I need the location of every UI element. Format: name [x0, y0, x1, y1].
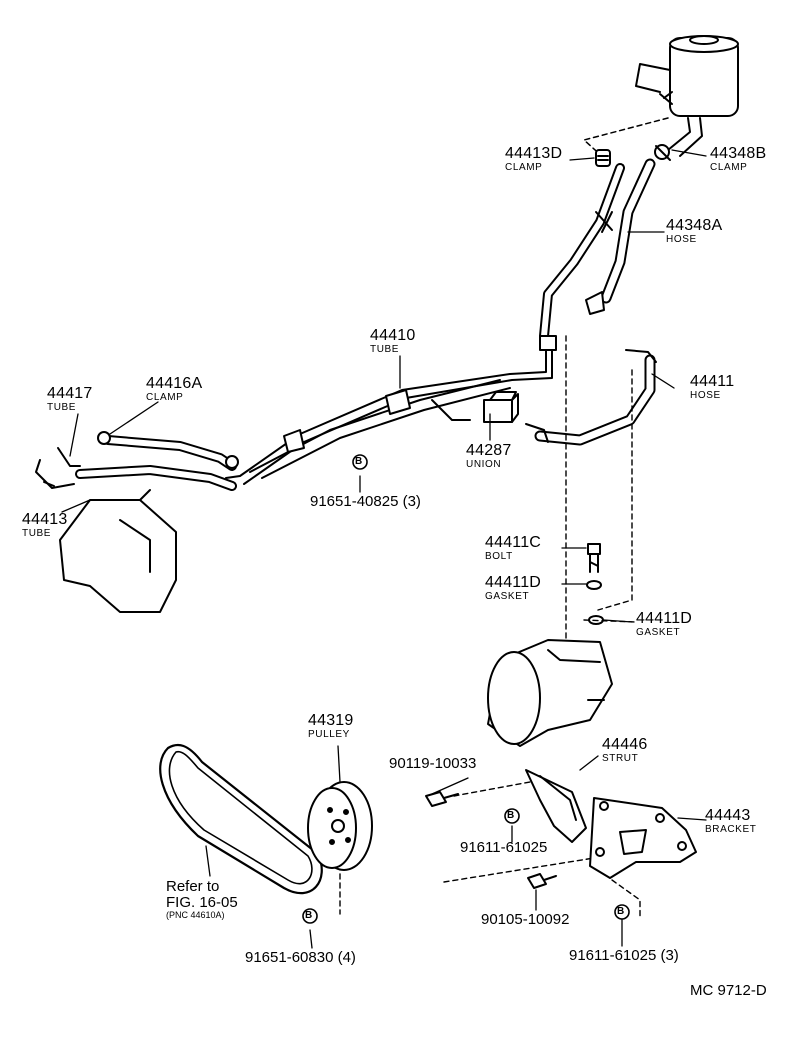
union-44287-drawing — [483, 391, 519, 423]
part-number: 44410 — [370, 327, 416, 344]
drawing-code: MC 9712-D — [690, 982, 767, 999]
gasket-44411D-upper — [586, 580, 602, 590]
callout-44413[interactable]: 44413 TUBE — [22, 512, 68, 539]
part-number: 44411D — [636, 610, 693, 627]
part-name: CLAMP — [505, 162, 543, 173]
callout-44417[interactable]: 44417 TUBE — [47, 386, 93, 413]
part-number: 44411C — [485, 534, 542, 551]
part-number: 44443 — [705, 807, 751, 824]
part-number: 44287 — [466, 442, 512, 459]
bolt-symbol-1: B — [355, 456, 363, 467]
clamp-44413D-drawing — [595, 149, 611, 167]
callout-91651-40825[interactable]: 91651-40825 (3) — [310, 493, 421, 510]
tube-44417-44413-drawing — [35, 447, 81, 489]
part-name: TUBE — [22, 528, 52, 539]
callout-90119-10033[interactable]: 90119-10033 — [389, 755, 477, 772]
leader-44413D — [583, 117, 669, 159]
callout-44319[interactable]: 44319 PULLEY — [308, 713, 354, 740]
part-name: PULLEY — [308, 729, 350, 740]
pulley-44319-drawing — [307, 781, 373, 871]
callout-44411[interactable]: 44411 HOSE — [690, 374, 734, 401]
reservoir-tank-drawing — [635, 35, 739, 157]
part-name: GASKET — [636, 627, 681, 638]
bolt-symbol-4: B — [617, 906, 625, 917]
part-number: 44413D — [505, 145, 563, 162]
bolt-symbols — [302, 454, 630, 924]
part-number: 44413 — [22, 511, 68, 528]
clamp-44348B-drawing — [654, 144, 671, 161]
callout-44416A[interactable]: 44416A CLAMP — [146, 376, 202, 403]
callout-44446[interactable]: 44446 STRUT — [602, 737, 648, 764]
bolt-symbol-2: B — [507, 810, 515, 821]
callout-91651-60830[interactable]: 91651-60830 (4) — [245, 949, 356, 966]
part-name: UNION — [466, 459, 502, 470]
bolt-44411C-drawing — [587, 543, 601, 573]
reference-pnc: (PNC 44610A) — [166, 909, 225, 920]
callout-91611-61025-3[interactable]: 91611-61025 (3) — [569, 947, 679, 964]
callout-44411C[interactable]: 44411C BOLT — [485, 535, 541, 562]
part-name: HOSE — [666, 234, 697, 245]
callout-44410[interactable]: 44410 TUBE — [370, 328, 416, 355]
part-name: BOLT — [485, 551, 513, 562]
callout-44443[interactable]: 44443 BRACKET — [705, 808, 756, 835]
callout-91611-61025[interactable]: 91611-61025 — [460, 839, 548, 856]
hose-44348A-drawing — [539, 158, 656, 341]
callout-44413D[interactable]: 44413D CLAMP — [505, 146, 562, 173]
callout-90105-10092[interactable]: 90105-10092 — [481, 911, 570, 928]
part-number: 44411 — [690, 373, 735, 390]
bolt-symbol-3: B — [305, 910, 313, 921]
part-number: 44417 — [47, 385, 93, 402]
tube-44410-drawing — [225, 335, 557, 485]
bolt-90105-drawing — [527, 873, 557, 889]
drive-belt-drawing — [159, 743, 323, 895]
reference-note[interactable]: Refer to FIG. 16-05 (PNC 44610A) — [166, 879, 238, 920]
bolt-90119-drawing — [425, 791, 459, 807]
strut-44446-drawing — [525, 769, 587, 843]
part-name: TUBE — [370, 344, 400, 355]
hose-bundle-left-drawing — [75, 431, 239, 491]
part-number: 44348B — [710, 145, 767, 162]
reference-figure: FIG. 16-05 — [166, 893, 238, 911]
part-name: GASKET — [485, 591, 530, 602]
part-number: 44319 — [308, 712, 354, 729]
bracket-44443-drawing — [589, 797, 697, 879]
part-name: TUBE — [47, 402, 77, 413]
dashed-guide-lines — [339, 335, 641, 919]
part-number: 44348A — [666, 217, 723, 234]
part-name: BRACKET — [705, 824, 757, 835]
callout-44348A[interactable]: 44348A HOSE — [666, 218, 722, 245]
part-name: STRUT — [602, 753, 639, 764]
label-leaders — [61, 149, 707, 949]
part-number: 44416A — [146, 375, 203, 392]
steering-gear-drawing — [59, 489, 177, 613]
part-name: HOSE — [690, 390, 721, 401]
part-name: CLAMP — [146, 392, 184, 403]
callout-44348B[interactable]: 44348B CLAMP — [710, 146, 766, 173]
callout-44411D-upper[interactable]: 44411D GASKET — [485, 575, 541, 602]
pump-drawing — [487, 639, 613, 747]
reference-line-1: Refer to — [166, 878, 220, 895]
callout-44287[interactable]: 44287 UNION — [466, 443, 512, 470]
part-number: 44446 — [602, 736, 648, 753]
part-name: CLAMP — [710, 162, 748, 173]
callout-44411D-lower[interactable]: 44411D GASKET — [636, 611, 692, 638]
part-number: 44411D — [485, 574, 542, 591]
